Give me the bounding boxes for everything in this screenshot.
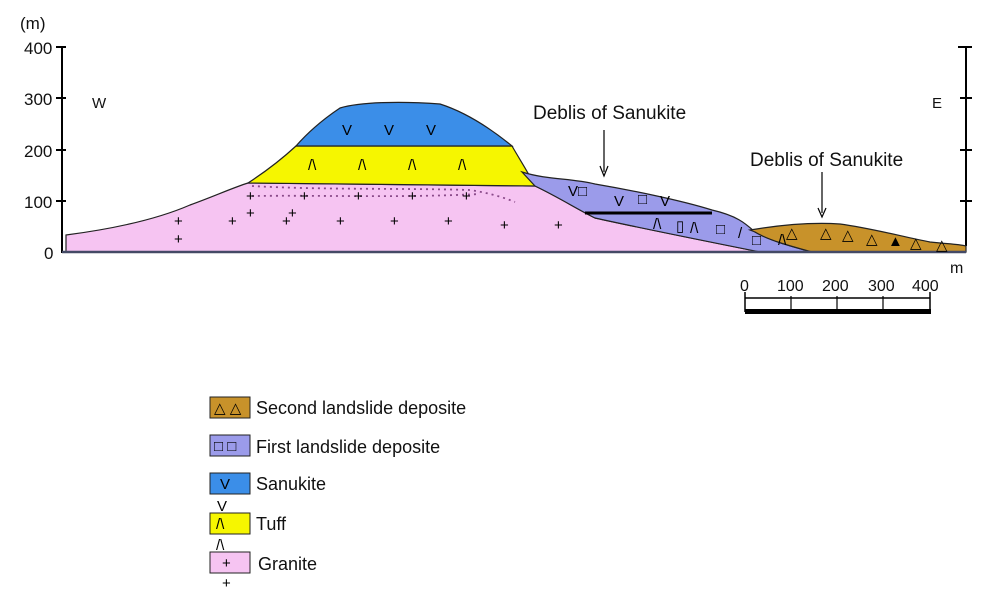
- granite-symbol: +: [174, 213, 183, 230]
- scale-unit-label: m: [950, 260, 963, 277]
- scale-bar-bottom: [745, 309, 931, 314]
- legend-symbol-tuff-extra: /\: [216, 537, 225, 554]
- tick-label-0: 0: [44, 244, 53, 263]
- annotation-upper: Deblis of Sanukite: [533, 103, 686, 124]
- legend-symbol-granite-extra: +: [222, 575, 231, 592]
- legend-label-first-landslide: First landslide deposite: [256, 437, 440, 457]
- tuff-symbol: /\: [358, 157, 367, 174]
- granite-symbol: +: [300, 188, 309, 205]
- legend-label-second-landslide: Second landslide deposite: [256, 398, 466, 418]
- second-landslide-symbol: △: [936, 237, 948, 254]
- first-landslide-symbol: V: [660, 193, 670, 210]
- tick-label-200: 200: [24, 142, 52, 161]
- scale-label-100: 100: [777, 278, 804, 295]
- legend-item-granite: + + Granite: [210, 552, 317, 592]
- tuff-symbol: /\: [408, 157, 417, 174]
- first-landslide-symbol: V: [614, 193, 624, 210]
- granite-symbol: +: [174, 231, 183, 248]
- first-landslide-symbol: /\: [653, 216, 662, 233]
- scale-label-200: 200: [822, 278, 849, 295]
- sanukite-symbol: V: [426, 122, 436, 139]
- legend-item-tuff: /\ /\ Tuff: [210, 513, 287, 554]
- sanukite-symbol: V: [342, 122, 352, 139]
- second-landslide-symbol: △: [842, 227, 854, 244]
- granite-symbol: +: [554, 217, 563, 234]
- legend-label-tuff: Tuff: [256, 514, 287, 534]
- tuff-layer: [248, 146, 535, 186]
- legend-symbol-sanukite-extra: V: [217, 498, 227, 515]
- axis-unit-label: (m): [20, 14, 45, 33]
- second-landslide-symbol: △: [866, 231, 878, 248]
- second-landslide-symbol: △: [820, 225, 832, 242]
- legend-item-first-landslide: □ □ First landslide deposite: [210, 435, 440, 457]
- scale-label-400: 400: [912, 278, 939, 295]
- legend-item-second-landslide: △ △ Second landslide deposite: [210, 397, 466, 418]
- tick-label-400: 400: [24, 39, 52, 58]
- first-landslide-symbol: V□: [568, 183, 587, 200]
- legend-symbol-sanukite: V: [220, 476, 230, 493]
- granite-symbol: +: [444, 213, 453, 230]
- first-landslide-symbol: /\: [690, 220, 699, 237]
- legend-label-granite: Granite: [258, 554, 317, 574]
- annotation-lower: Deblis of Sanukite: [750, 150, 903, 171]
- tuff-symbol: /\: [458, 157, 467, 174]
- granite-symbol: +: [246, 205, 255, 222]
- granite-symbol: +: [282, 213, 291, 230]
- tuff-symbol: /\: [308, 157, 317, 174]
- granite-symbol: +: [500, 217, 509, 234]
- legend: △ △ Second landslide deposite □ □ First …: [210, 397, 466, 592]
- granite-symbol: +: [336, 213, 345, 230]
- tick-label-100: 100: [24, 193, 52, 212]
- second-landslide-symbol: △: [786, 225, 798, 242]
- first-landslide-symbol: □: [716, 221, 725, 238]
- legend-symbol-first-landslide: □ □: [214, 438, 236, 455]
- granite-symbol: +: [390, 213, 399, 230]
- granite-symbol: +: [462, 188, 471, 205]
- legend-item-sanukite: V V Sanukite: [210, 473, 326, 515]
- scale-label-300: 300: [868, 278, 895, 295]
- granite-symbol: +: [354, 188, 363, 205]
- second-landslide-symbol: △: [910, 235, 922, 252]
- second-landslide-symbol: ▲: [888, 233, 903, 250]
- first-landslide-symbol: □: [638, 191, 647, 208]
- granite-symbol: +: [408, 188, 417, 205]
- legend-label-sanukite: Sanukite: [256, 474, 326, 494]
- first-landslide-symbol: ▯: [676, 218, 684, 235]
- granite-symbol: +: [246, 188, 255, 205]
- sanukite-layer: [296, 102, 512, 146]
- legend-symbol-granite: +: [222, 555, 231, 572]
- first-landslide-symbol: □: [752, 232, 761, 249]
- east-label: E: [932, 95, 942, 112]
- tick-label-300: 300: [24, 90, 52, 109]
- west-label: W: [92, 95, 107, 112]
- legend-symbol-second-landslide: △ △: [214, 400, 242, 417]
- sanukite-symbol: V: [384, 122, 394, 139]
- granite-symbol: +: [228, 213, 237, 230]
- legend-symbol-tuff: /\: [216, 516, 225, 533]
